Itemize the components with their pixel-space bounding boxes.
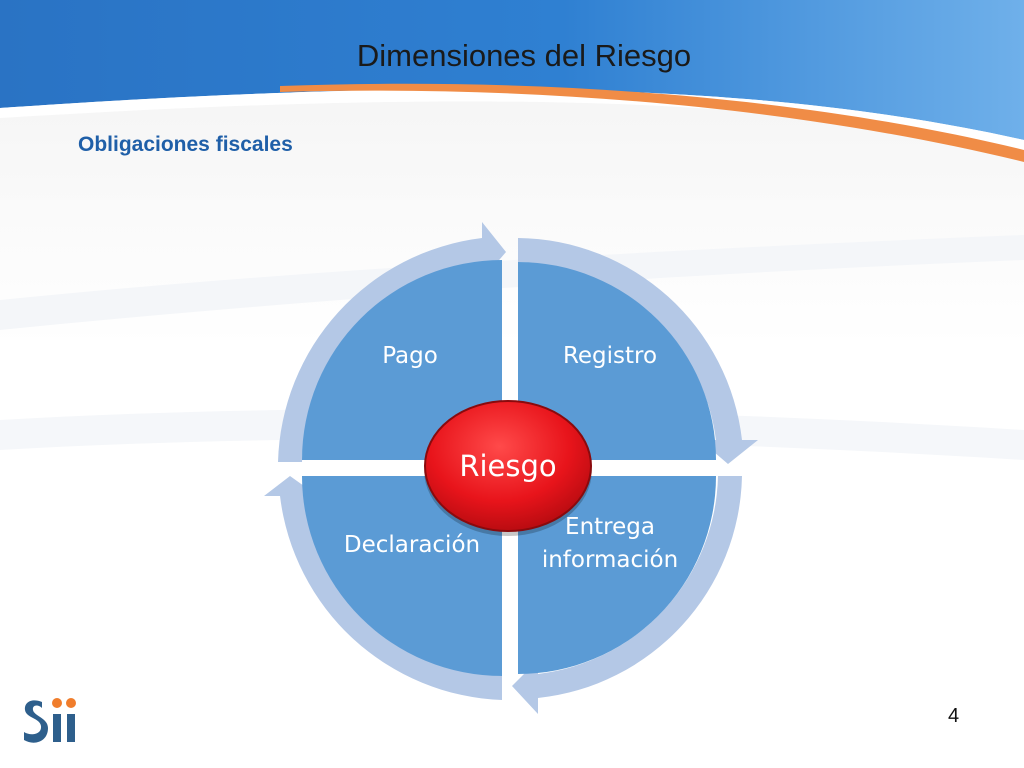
label-entrega: Entrega xyxy=(565,514,655,540)
logo-i2-dot xyxy=(66,698,76,708)
header-banner xyxy=(0,0,1024,140)
label-declaracion: Declaración xyxy=(344,532,480,558)
arrow-top-right xyxy=(518,238,758,464)
sii-logo-icon xyxy=(24,698,76,743)
logo-i2-stem xyxy=(67,714,75,742)
logo-i1-dot xyxy=(52,698,62,708)
arrow-bottom-left xyxy=(264,476,502,700)
cycle-arrows xyxy=(264,222,758,714)
center-ellipse xyxy=(424,400,592,532)
arrow-top-left xyxy=(278,222,506,462)
header-orange-swoosh xyxy=(280,83,1024,162)
quadrant-declaracion xyxy=(302,476,502,676)
quadrants xyxy=(302,260,716,676)
label-registro: Registro xyxy=(563,343,657,369)
logo-i1-stem xyxy=(53,714,61,742)
label-informacion: información xyxy=(542,547,678,573)
label-pago: Pago xyxy=(382,343,438,369)
slide-subtitle: Obligaciones fiscales xyxy=(78,133,293,156)
quadrant-pago xyxy=(302,260,502,460)
quadrant-registro xyxy=(518,262,716,460)
logo-s xyxy=(24,700,48,743)
slide-title: Dimensiones del Riesgo xyxy=(356,38,692,73)
arrow-bottom-right xyxy=(512,476,742,714)
quadrant-entrega-informacion xyxy=(518,476,716,674)
page-number: 4 xyxy=(948,705,960,727)
center-label: Riesgo xyxy=(459,449,556,483)
